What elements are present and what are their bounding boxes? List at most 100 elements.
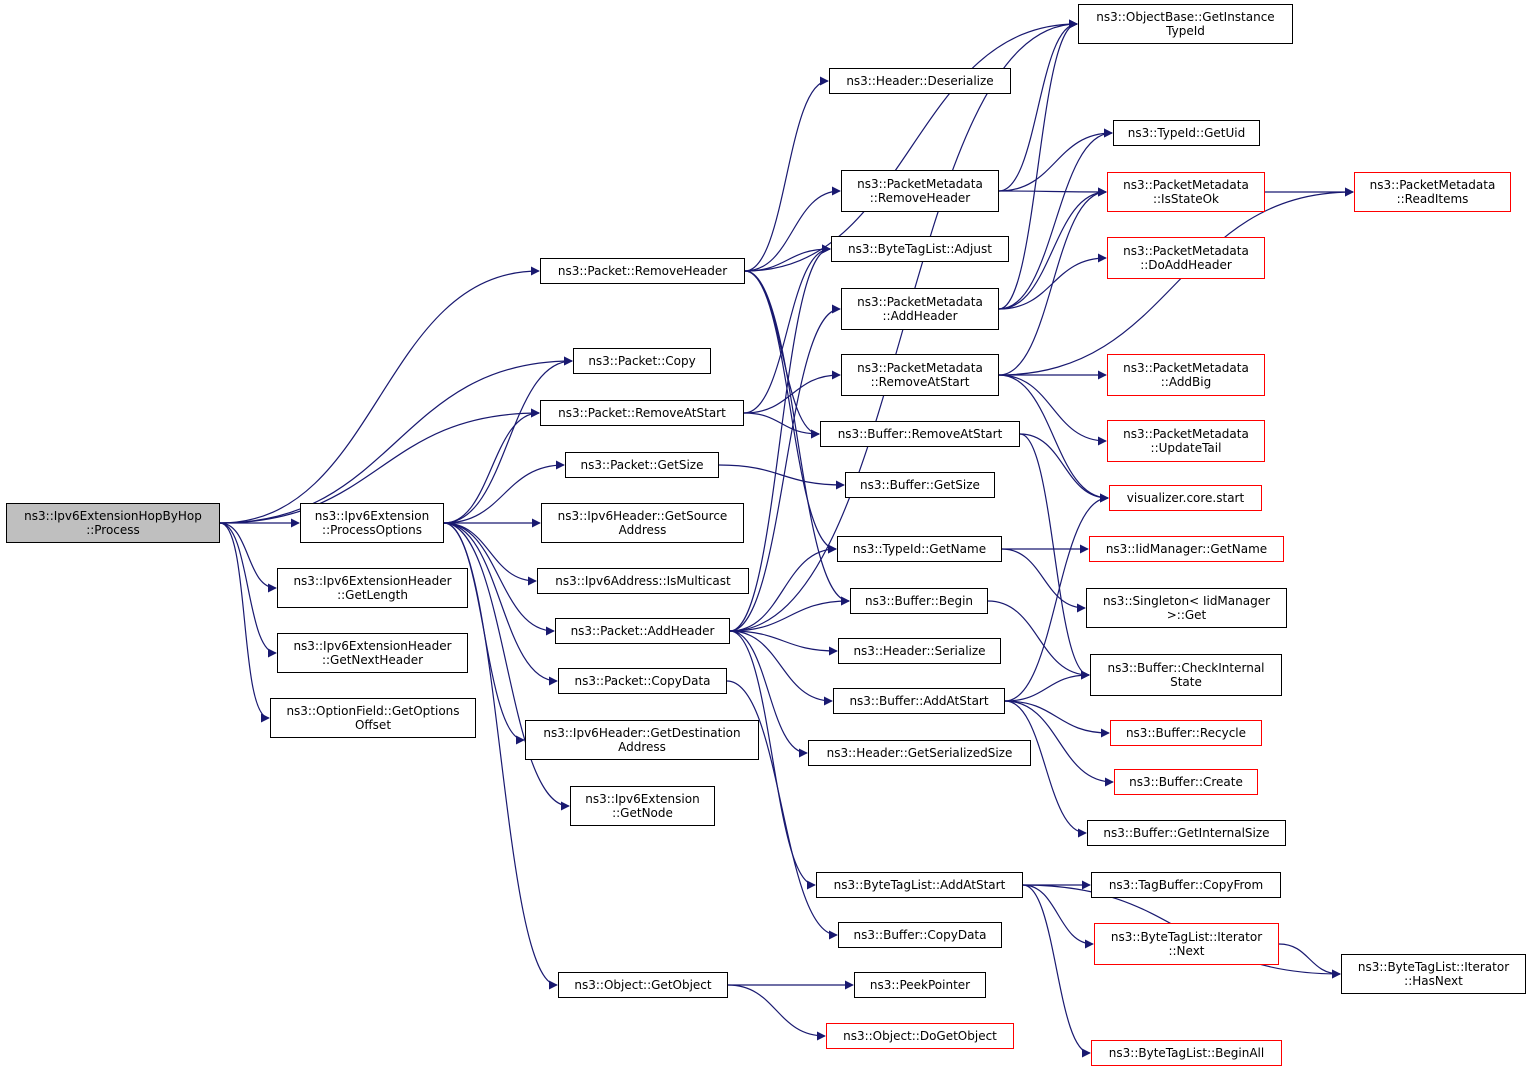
edge-packetGetSize-to-bufGetSize bbox=[718, 464, 845, 490]
edge-packetCopyData-to-bufCopyData bbox=[726, 680, 838, 940]
node-buffer-create[interactable]: ns3::Buffer::Create bbox=[1114, 769, 1258, 795]
edge-processOptions-to-removeAtStart bbox=[443, 408, 540, 524]
edge-pmRemoveAtStart-to-pmUpdateTail bbox=[998, 374, 1107, 446]
node-packet-metadata-add-header[interactable]: ns3::PacketMetadata::AddHeader bbox=[841, 288, 999, 330]
node-tag-buffer-copy-from[interactable]: ns3::TagBuffer::CopyFrom bbox=[1091, 872, 1281, 898]
edge-removeHeader-to-headerDeserialize bbox=[744, 76, 829, 272]
edge-removeHeader-to-pmRemoveHeader bbox=[744, 186, 841, 272]
node-packet-copy-data[interactable]: ns3::Packet::CopyData bbox=[558, 668, 727, 694]
node-buffer-get-size[interactable]: ns3::Buffer::GetSize bbox=[845, 472, 995, 498]
edge-addHeader-to-headerGetSerSize bbox=[729, 630, 808, 758]
node-header-serialize[interactable]: ns3::Header::Serialize bbox=[838, 638, 1001, 664]
node-packet-copy[interactable]: ns3::Packet::Copy bbox=[573, 348, 711, 374]
edge-removeAtStart-to-bufRemoveAtStart bbox=[743, 412, 820, 439]
node-type-id-get-uid[interactable]: ns3::TypeId::GetUid bbox=[1113, 120, 1260, 146]
node-singleton-iid-manager-get[interactable]: ns3::Singleton< IidManager>::Get bbox=[1086, 588, 1287, 628]
edge-root-to-getOptionsOffset bbox=[219, 522, 270, 723]
node-ipv6-extension-process-options[interactable]: ns3::Ipv6Extension::ProcessOptions bbox=[300, 503, 444, 543]
edge-addHeader-to-btlAddAtStart bbox=[729, 630, 816, 890]
node-header-deserialize[interactable]: ns3::Header::Deserialize bbox=[829, 68, 1011, 94]
edge-bufAddAtStart-to-bufCheckInternal bbox=[1004, 670, 1090, 702]
edge-pmRemoveHeader-to-pmIsStateOk bbox=[998, 187, 1107, 197]
edge-processOptions-to-packetCopyData bbox=[443, 522, 558, 686]
node-byte-tag-list-iterator-has-next[interactable]: ns3::ByteTagList::Iterator::HasNext bbox=[1341, 954, 1526, 994]
node-byte-tag-list-begin-all[interactable]: ns3::ByteTagList::BeginAll bbox=[1091, 1040, 1282, 1066]
node-ipv6-extension-header-get-length[interactable]: ns3::Ipv6ExtensionHeader::GetLength bbox=[277, 568, 468, 608]
node-buffer-recycle[interactable]: ns3::Buffer::Recycle bbox=[1110, 720, 1262, 746]
node-ipv6-address-is-multicast[interactable]: ns3::Ipv6Address::IsMulticast bbox=[537, 568, 749, 594]
node-packet-metadata-add-big[interactable]: ns3::PacketMetadata::AddBig bbox=[1107, 354, 1265, 396]
edge-btlAddAtStart-to-btlIterNext bbox=[1022, 884, 1094, 949]
edge-root-to-getLength bbox=[219, 522, 277, 593]
edge-bufRemoveAtStart-to-visualizerStart bbox=[1019, 433, 1109, 503]
edge-btlAddAtStart-to-btlBeginAll bbox=[1022, 884, 1091, 1058]
edge-pmRemoveAtStart-to-visualizerStart bbox=[998, 374, 1109, 503]
edge-addHeader-to-pmAddHeader bbox=[729, 304, 841, 632]
edge-processOptions-to-getObject bbox=[443, 522, 558, 990]
node-packet-remove-header[interactable]: ns3::Packet::RemoveHeader bbox=[540, 258, 745, 284]
edge-removeAtStart-to-pmRemoveAtStart bbox=[743, 370, 841, 414]
node-buffer-begin[interactable]: ns3::Buffer::Begin bbox=[850, 588, 988, 614]
node-byte-tag-list-add-at-start[interactable]: ns3::ByteTagList::AddAtStart bbox=[816, 872, 1023, 898]
edge-addHeader-to-headerSerialize bbox=[729, 630, 838, 656]
edge-processOptions-to-getNode bbox=[443, 522, 570, 811]
node-packet-metadata-is-state-ok[interactable]: ns3::PacketMetadata::IsStateOk bbox=[1107, 172, 1265, 212]
node-visualizer-core-start[interactable]: visualizer.core.start bbox=[1109, 485, 1262, 511]
node-iid-manager-get-name[interactable]: ns3::IidManager::GetName bbox=[1089, 536, 1284, 562]
edge-addHeader-to-bufBegin bbox=[729, 596, 850, 632]
node-ipv6-extension-header-get-next-header[interactable]: ns3::Ipv6ExtensionHeader::GetNextHeader bbox=[277, 633, 468, 673]
edge-btlIterNext-to-btlIterHasNext bbox=[1278, 943, 1341, 979]
node-ipv6-extension-hop-by-hop-process: ns3::Ipv6ExtensionHopByHop::Process bbox=[6, 503, 220, 543]
edge-pmRemoveAtStart-to-pmReadItems bbox=[998, 187, 1354, 376]
edge-addHeader-to-bufAddAtStart bbox=[729, 630, 833, 706]
node-buffer-remove-at-start[interactable]: ns3::Buffer::RemoveAtStart bbox=[820, 421, 1020, 447]
node-buffer-get-internal-size[interactable]: ns3::Buffer::GetInternalSize bbox=[1087, 820, 1286, 846]
edge-removeHeader-to-typeIdGetName bbox=[744, 270, 837, 554]
edge-processOptions-to-addHeader bbox=[443, 522, 555, 636]
node-buffer-copy-data[interactable]: ns3::Buffer::CopyData bbox=[838, 922, 1002, 948]
edge-root-to-removeAtStart bbox=[219, 408, 540, 524]
edge-removeHeader-to-bufBegin bbox=[744, 270, 850, 606]
node-ipv6-extension-get-node[interactable]: ns3::Ipv6Extension::GetNode bbox=[570, 786, 715, 826]
node-object-get-object[interactable]: ns3::Object::GetObject bbox=[558, 972, 728, 998]
node-packet-metadata-do-add-header[interactable]: ns3::PacketMetadata::DoAddHeader bbox=[1107, 237, 1265, 279]
edge-addHeader-to-btlAdjust bbox=[729, 244, 831, 632]
node-buffer-add-at-start[interactable]: ns3::Buffer::AddAtStart bbox=[833, 688, 1005, 714]
edge-bufAddAtStart-to-visualizerStart bbox=[1004, 493, 1109, 702]
node-peek-pointer[interactable]: ns3::PeekPointer bbox=[854, 972, 986, 998]
edge-pmAddHeader-to-pmIsStateOk bbox=[998, 187, 1107, 310]
edge-pmAddHeader-to-getInstanceTypeId bbox=[998, 19, 1078, 310]
node-packet-metadata-remove-at-start[interactable]: ns3::PacketMetadata::RemoveAtStart bbox=[841, 354, 999, 396]
edge-bufRemoveAtStart-to-bufCheckInternal bbox=[1019, 433, 1090, 680]
node-packet-metadata-update-tail[interactable]: ns3::PacketMetadata::UpdateTail bbox=[1107, 420, 1265, 462]
node-byte-tag-list-iterator-next[interactable]: ns3::ByteTagList::Iterator::Next bbox=[1094, 923, 1279, 965]
node-packet-add-header[interactable]: ns3::Packet::AddHeader bbox=[555, 618, 730, 644]
edge-bufBegin-to-bufCheckInternal bbox=[987, 600, 1090, 680]
edge-removeHeader-to-btlAdjust bbox=[744, 244, 831, 272]
node-type-id-get-name[interactable]: ns3::TypeId::GetName bbox=[837, 536, 1002, 562]
edge-pmAddHeader-to-typeIdGetUid bbox=[998, 128, 1113, 310]
edge-pmRemoveAtStart-to-pmIsStateOk bbox=[998, 187, 1107, 376]
edge-pmRemoveHeader-to-typeIdGetUid bbox=[998, 128, 1113, 192]
edge-typeIdGetName-to-singletonGet bbox=[1001, 548, 1086, 613]
edge-root-to-packetCopy bbox=[219, 356, 573, 524]
node-packet-metadata-read-items[interactable]: ns3::PacketMetadata::ReadItems bbox=[1354, 172, 1511, 212]
edge-pmRemoveHeader-to-getInstanceTypeId bbox=[998, 19, 1078, 192]
edge-processOptions-to-packetCopy bbox=[443, 356, 573, 524]
edge-addHeader-to-typeIdGetName bbox=[729, 544, 837, 632]
node-byte-tag-list-adjust[interactable]: ns3::ByteTagList::Adjust bbox=[831, 236, 1009, 262]
node-packet-metadata-remove-header[interactable]: ns3::PacketMetadata::RemoveHeader bbox=[841, 170, 999, 212]
edge-getObject-to-doGetObject bbox=[727, 984, 826, 1041]
edge-root-to-getNextHeader bbox=[219, 522, 277, 658]
node-packet-remove-at-start[interactable]: ns3::Packet::RemoveAtStart bbox=[540, 400, 744, 426]
edge-bufAddAtStart-to-bufCreate bbox=[1004, 700, 1114, 787]
node-object-do-get-object[interactable]: ns3::Object::DoGetObject bbox=[826, 1023, 1014, 1049]
node-packet-get-size[interactable]: ns3::Packet::GetSize bbox=[565, 452, 719, 478]
node-header-get-serialized-size[interactable]: ns3::Header::GetSerializedSize bbox=[808, 740, 1031, 766]
